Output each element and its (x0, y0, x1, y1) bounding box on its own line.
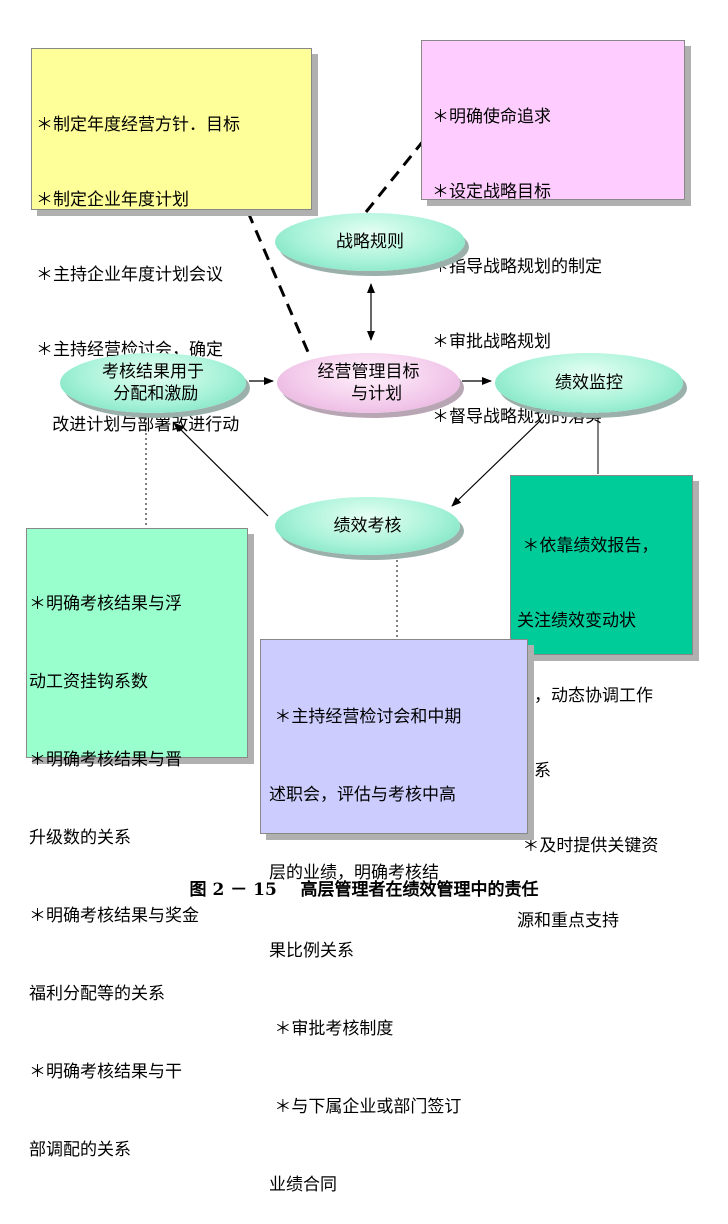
box-line: ＊审批战略规划 (432, 332, 551, 352)
arrow-monitor-to-review (451, 420, 541, 507)
management-goals-node: 经营管理目标 与计划 (277, 353, 460, 413)
box-line: ＊审批考核制度 (269, 1019, 394, 1039)
box-line: ＊督导战略规划的落实 (432, 407, 602, 427)
connector-layer (145, 139, 599, 637)
box-line: ＊依靠绩效报告， (517, 536, 659, 556)
box-line: 况，动态协调工作 (517, 686, 653, 706)
box-line: ＊明确使命追求 (432, 107, 551, 127)
box-line: ＊明确考核结果与奖金 (29, 906, 199, 926)
box-line: 述职会，评估与考核中高 (269, 785, 456, 805)
box-line: ＊与下属企业或部门签订 (269, 1097, 462, 1117)
performance-review-node-label: 绩效考核 (333, 516, 402, 536)
box-line: 改进计划与部署改进行动 (36, 415, 240, 435)
performance-monitoring-node: 绩效监控 (495, 353, 683, 413)
management-goals-node-label: 经营管理目标 与计划 (317, 362, 420, 404)
dashed-link-chairman-to-mgmt (246, 211, 310, 353)
box-line: 部调配的关系 (29, 1140, 131, 1160)
box-line: ＊制定企业年度计划 (36, 190, 189, 210)
box-line: ＊明确考核结果与晋 (29, 750, 182, 770)
review-duties-box: ＊主持经营检讨会和中期 述职会，评估与考核中高 层的业绩，明确考核结 果比例关系… (260, 639, 528, 1195)
box-line: 果比例关系 (269, 941, 354, 961)
box-line: ＊制定年度经营方针．目标 (36, 115, 240, 135)
strategy-duties-box: ＊明确使命追求 ＊设定战略目标 ＊指导战略规划的制定 ＊审批战略规划 ＊督导战略… (421, 40, 685, 427)
box-line: 升级数的关系 (29, 828, 131, 848)
box-line: 关系 (517, 761, 551, 781)
box-line: 业绩合同 (269, 1175, 337, 1195)
chairman-duties-box: ＊制定年度经营方针．目标 ＊制定企业年度计划 ＊主持企业年度计划会议 ＊主持经营… (31, 48, 312, 435)
arrow-review-to-assess (173, 422, 269, 517)
assessment-use-node: 考核结果用于 分配和激励 (60, 353, 246, 413)
strategy-node-label: 战略规则 (336, 232, 404, 252)
box-line: ＊明确考核结果与浮 (29, 594, 182, 614)
dashed-link-strategy-to-pink (364, 139, 426, 213)
box-line: 关注绩效变动状 (517, 611, 636, 631)
box-line: ＊及时提供关键资 (517, 836, 659, 856)
box-line: 动工资挂钩系数 (29, 672, 148, 692)
box-line: 福利分配等的关系 (29, 984, 165, 1004)
incentive-duties-box: ＊明确考核结果与浮 动工资挂钩系数 ＊明确考核结果与晋 升级数的关系 ＊明确考核… (26, 528, 248, 1160)
box-line: ＊指导战略规划的制定 (432, 257, 602, 277)
box-line: ＊主持企业年度计划会议 (36, 265, 223, 285)
strategy-node: 战略规则 (275, 213, 465, 271)
figure-caption: 图 2 － 15 高层管理者在绩效管理中的责任 (189, 880, 539, 900)
assessment-use-node-label: 考核结果用于 分配和激励 (102, 362, 204, 404)
box-line: ＊设定战略目标 (432, 182, 551, 202)
performance-review-node: 绩效考核 (275, 497, 460, 555)
box-line: 源和重点支持 (517, 911, 619, 931)
box-line: 层的业绩，明确考核结 (269, 863, 439, 883)
monitoring-duties-box: ＊依靠绩效报告， 关注绩效变动状 况，动态协调工作 关系 ＊及时提供关键资 源和… (510, 475, 693, 931)
box-line: ＊主持经营检讨会和中期 (269, 707, 462, 727)
performance-monitoring-node-label: 绩效监控 (555, 373, 623, 393)
box-line: ＊明确考核结果与干 (29, 1062, 182, 1082)
